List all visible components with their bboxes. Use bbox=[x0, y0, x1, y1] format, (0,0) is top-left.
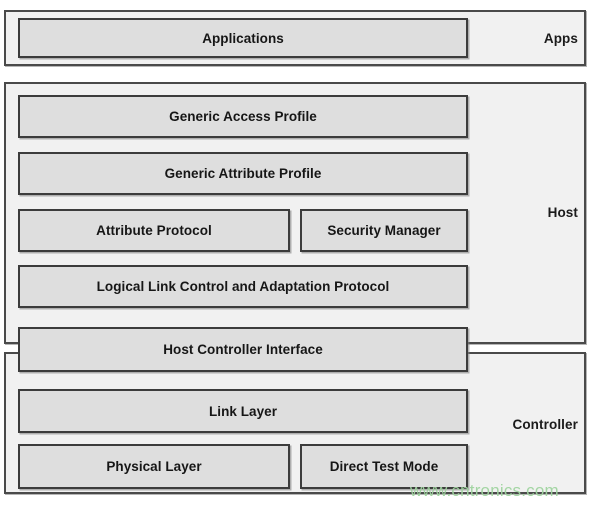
block-label-generic-access-profile: Generic Access Profile bbox=[169, 109, 317, 124]
block-label-applications: Applications bbox=[202, 30, 284, 46]
block-security-manager[interactable]: Security Manager bbox=[300, 209, 468, 252]
group-label-controller: Controller bbox=[512, 417, 578, 432]
block-generic-attribute-profile[interactable]: Generic Attribute Profile bbox=[18, 152, 468, 195]
block-label-generic-attribute-profile: Generic Attribute Profile bbox=[164, 166, 322, 181]
block-attribute-protocol[interactable]: Attribute Protocol bbox=[18, 209, 290, 252]
block-label-attribute-protocol: Attribute Protocol bbox=[96, 223, 212, 238]
group-label-apps: Apps bbox=[543, 31, 578, 46]
block-l2cap[interactable]: Logical Link Control and Adaptation Prot… bbox=[18, 265, 468, 308]
block-link-layer[interactable]: Link Layer bbox=[18, 389, 468, 433]
block-applications[interactable]: Applications bbox=[18, 18, 468, 58]
block-label-direct-test-mode: Direct Test Mode bbox=[329, 459, 439, 474]
block-host-controller-interface[interactable]: Host Controller Interface bbox=[18, 327, 468, 372]
block-generic-access-profile[interactable]: Generic Access Profile bbox=[18, 95, 468, 138]
block-physical-layer[interactable]: Physical Layer bbox=[18, 444, 290, 489]
block-label-link-layer: Link Layer bbox=[208, 403, 278, 419]
block-label-l2cap: Logical Link Control and Adaptation Prot… bbox=[96, 279, 390, 294]
group-label-host: Host bbox=[547, 205, 578, 220]
block-label-host-controller-interface: Host Controller Interface bbox=[163, 342, 323, 357]
block-direct-test-mode[interactable]: Direct Test Mode bbox=[300, 444, 468, 489]
block-label-physical-layer: Physical Layer bbox=[106, 459, 202, 474]
watermark-text: www.cntronics.com bbox=[410, 481, 559, 500]
block-label-security-manager: Security Manager bbox=[327, 223, 441, 238]
